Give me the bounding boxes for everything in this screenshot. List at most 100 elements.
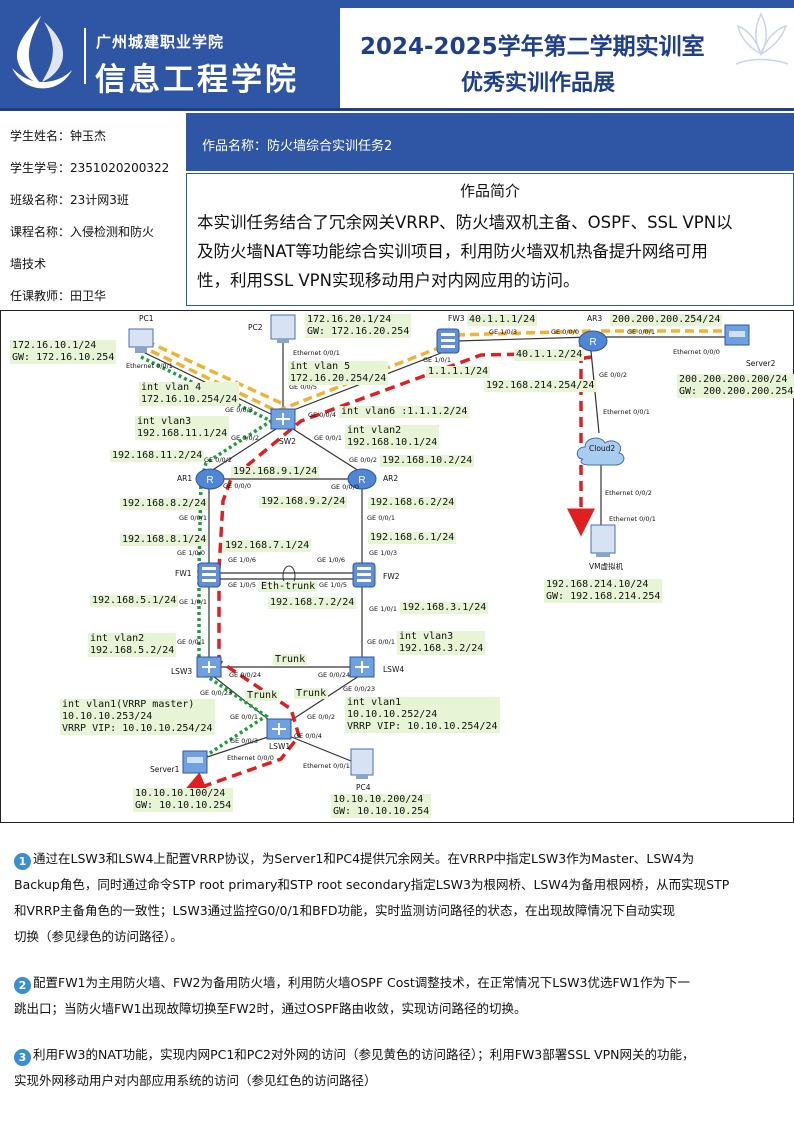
pc4-device[interactable] [350,748,374,779]
fw3-device[interactable] [436,328,460,354]
lsw3-label: LSW3 [171,667,193,676]
ar1-device[interactable]: R [195,468,225,490]
note-2-badge-icon: 2 [14,977,31,994]
note-2-line-2: 跳出口；当防火墙FW1出现故障切换至FW2时，通过OSPF路由收敛，实现访问路径… [14,1001,527,1016]
port-label: Ethernet 0/0/1 [303,762,350,770]
note-1-line-4: 切换（参见绿色的访问路径）。 [14,929,183,944]
intro-box: 作品简介 本实训任务结合了冗余网关VRRP、防火墙双机主备、OSPF、SSL V… [186,173,794,306]
pc1-device[interactable] [128,328,154,353]
fw2-label: FW2 [383,572,400,581]
course-row: 课程名称：入侵检测和防火 [10,223,154,240]
ip-fw3-out: 40.1.1.1/24 [467,314,538,326]
port-label: GE 0/0/23 [343,685,376,693]
lsw1-device[interactable] [266,718,292,740]
fw3-label: FW3 [448,314,465,323]
port-label: GE 1/0/1 [423,356,451,364]
pc2-device[interactable] [270,314,296,343]
ip-ar2-down: 192.168.6.2/24 [368,497,457,509]
ar1-label: AR1 [177,474,193,483]
note-1-badge-icon: 1 [14,853,31,870]
header-divider [84,28,86,84]
intro-line-2: 及防火墙NAT等功能综合实训项目，利用防火墙双机热备提升网络可用 [197,242,708,261]
port-label: GE 1/0/1 [179,598,207,606]
course-row-cont: 墙技术 [10,255,46,272]
course-value: 入侵检测和防火 [70,225,155,239]
school-name-big: 信息工程学院 [95,62,299,98]
ip-ar2-left: 192.168.9.2/24 [259,496,348,508]
vm-device[interactable] [590,524,616,557]
ip-fw1-up: 192.168.8.1/24 [120,534,209,546]
note-3-line-2: 实现外网移动用户对内部应用系统的访问（参见红色的访问路径） [14,1073,377,1088]
lsw3-device[interactable] [196,656,222,678]
trunk-label-lsw4-lsw1: Trunk [294,688,329,699]
port-label: Ethernet 0/0/1 [609,515,656,523]
port-label: GE 0/0/1 [177,638,205,646]
student-name-value: 钟玉杰 [70,129,107,143]
ip-ar2-top: 192.168.10.2/24 [380,455,475,467]
port-label: GE 0/0/23 [200,689,233,697]
header-title-panel [340,8,794,108]
server1-device[interactable] [182,750,208,774]
sw2-label: SW2 [279,437,296,446]
school-logo-icon [12,16,72,89]
note-3-badge-icon: 3 [14,1049,31,1066]
header-title-line1: 2024-2025学年第二学期实训室 [360,34,705,60]
pc4-label: PC4 [356,783,371,792]
intro-body: 本实训任务结合了冗余网关VRRP、防火墙双机主备、OSPF、SSL VPN以 及… [197,208,787,295]
svg-text:R: R [358,475,365,486]
school-name-small: 广州城建职业学院 [96,33,225,51]
network-topology-diagram: R R R [0,310,794,823]
port-label: GE 1/0/3 [489,328,517,336]
ip-ar3-in: 40.1.1.2/24 [514,349,585,361]
eth-trunk-label: Eth-trunk [259,581,318,592]
port-label: Ethernet 0/0/1 [293,349,340,357]
page-header: 广州城建职业学院 信息工程学院 2024-2025学年第二学期实训室 优秀实训作… [0,0,794,108]
fw2-device[interactable] [352,562,376,588]
ar2-label: AR2 [383,474,399,483]
student-name-label: 学生姓名： [10,129,71,143]
port-label: GE 0/0/1 [314,434,342,442]
port-label: GE 1/0/5 [228,581,256,589]
server1-label: Server1 [150,765,180,774]
ip-fw3-in: 1.1.1.1/24 [426,366,491,378]
ip-fw2-up: 192.168.6.1/24 [368,532,457,544]
fw1-device[interactable] [197,562,221,588]
lsw4-device[interactable] [349,656,375,678]
port-label: GE 0/0/24 [318,671,351,679]
cloud2-label: Cloud2 [589,444,616,453]
port-label: GE 0/0/1 [230,713,258,721]
sw2-device[interactable] [270,408,296,430]
ip-fw1-down: 192.168.5.1/24 [90,595,179,607]
ip-vlan6: int vlan6 :1.1.1.2/24 [339,406,470,418]
port-label: GE 0/0/0 [551,328,579,336]
ip-fw2-fw1: 192.168.7.2/24 [268,597,357,609]
server2-label: Server2 [746,359,776,368]
work-name-label: 作品名称： [202,139,268,154]
pc2-label: PC2 [248,323,263,332]
ip-fw2-down: 192.168.3.1/24 [400,602,489,614]
ar3-device[interactable]: R [578,330,608,352]
ip-fw1-fw2: 192.168.7.1/24 [223,540,312,552]
ip-ar1-down: 192.168.8.2/24 [120,498,209,510]
class-row: 班级名称：23计网3班 [10,191,129,208]
port-label: GE 0/0/3 [225,406,253,414]
teacher-value: 田卫华 [70,289,107,303]
header-title-line2: 优秀实训作品展 [461,71,616,96]
note-1-line-3: 和VRRP主备角色的一致性；LSW3通过监控G0/0/1和BFD功能，实时监测访… [14,903,676,918]
lsw4-label: LSW4 [383,665,405,674]
ip-sslvpn: 192.168.214.254/24 [484,380,597,392]
ar2-device[interactable]: R [347,468,377,490]
trunk-label-lsw3-lsw1: Trunk [245,690,280,701]
cloud2-device[interactable] [576,437,625,466]
fw1-label: FW1 [175,569,192,578]
ip-ar1-ar2: 192.168.9.1/24 [231,466,320,478]
course-label: 课程名称： [10,225,71,239]
class-label: 班级名称： [10,193,71,207]
server2-device[interactable] [724,324,750,346]
